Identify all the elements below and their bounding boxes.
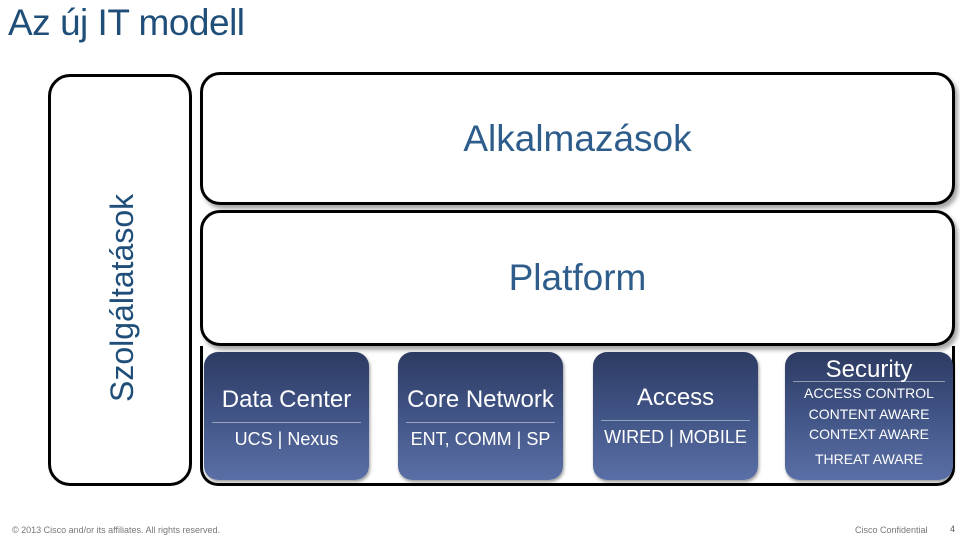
services-box: [48, 74, 192, 486]
block-subtitle: UCS | Nexus: [234, 429, 339, 449]
block-name: Core Network: [407, 386, 554, 413]
block-divider: [601, 420, 750, 421]
security-item: CONTENT AWARE: [808, 406, 930, 422]
applications-label: Alkalmazások: [463, 117, 692, 159]
core-network-block: Core Network ENT, COMM | SP: [398, 352, 563, 480]
services-label: Szolgáltatások: [104, 193, 140, 402]
block-name: Access: [636, 384, 715, 411]
security-item: CONTEXT AWARE: [808, 426, 930, 442]
block-divider: [406, 422, 555, 423]
block-name: Security: [825, 356, 913, 383]
security-block: Security ACCESS CONTROL CONTENT AWARE CO…: [785, 352, 953, 480]
platform-label: Platform: [508, 257, 647, 298]
security-item: ACCESS CONTROL: [804, 385, 934, 401]
footer-confidential: Cisco Confidential: [855, 525, 928, 535]
security-item: THREAT AWARE: [814, 451, 924, 467]
page-number: 4: [950, 524, 956, 534]
applications-layer: Alkalmazások: [200, 72, 955, 205]
access-block: Access WIRED | MOBILE: [593, 352, 758, 480]
block-divider: [793, 381, 945, 382]
data-center-block: Data Center UCS | Nexus: [204, 352, 369, 480]
slide-title: Az új IT modell: [8, 2, 245, 43]
platform-layer: Platform: [200, 210, 955, 346]
block-name: Data Center: [221, 386, 352, 413]
block-divider: [212, 422, 361, 423]
block-subtitle: ENT, COMM | SP: [410, 429, 551, 449]
infrastructure-frame: [200, 346, 955, 486]
footer-copyright: © 2013 Cisco and/or its affiliates. All …: [12, 525, 221, 535]
block-subtitle: WIRED | MOBILE: [604, 427, 747, 447]
